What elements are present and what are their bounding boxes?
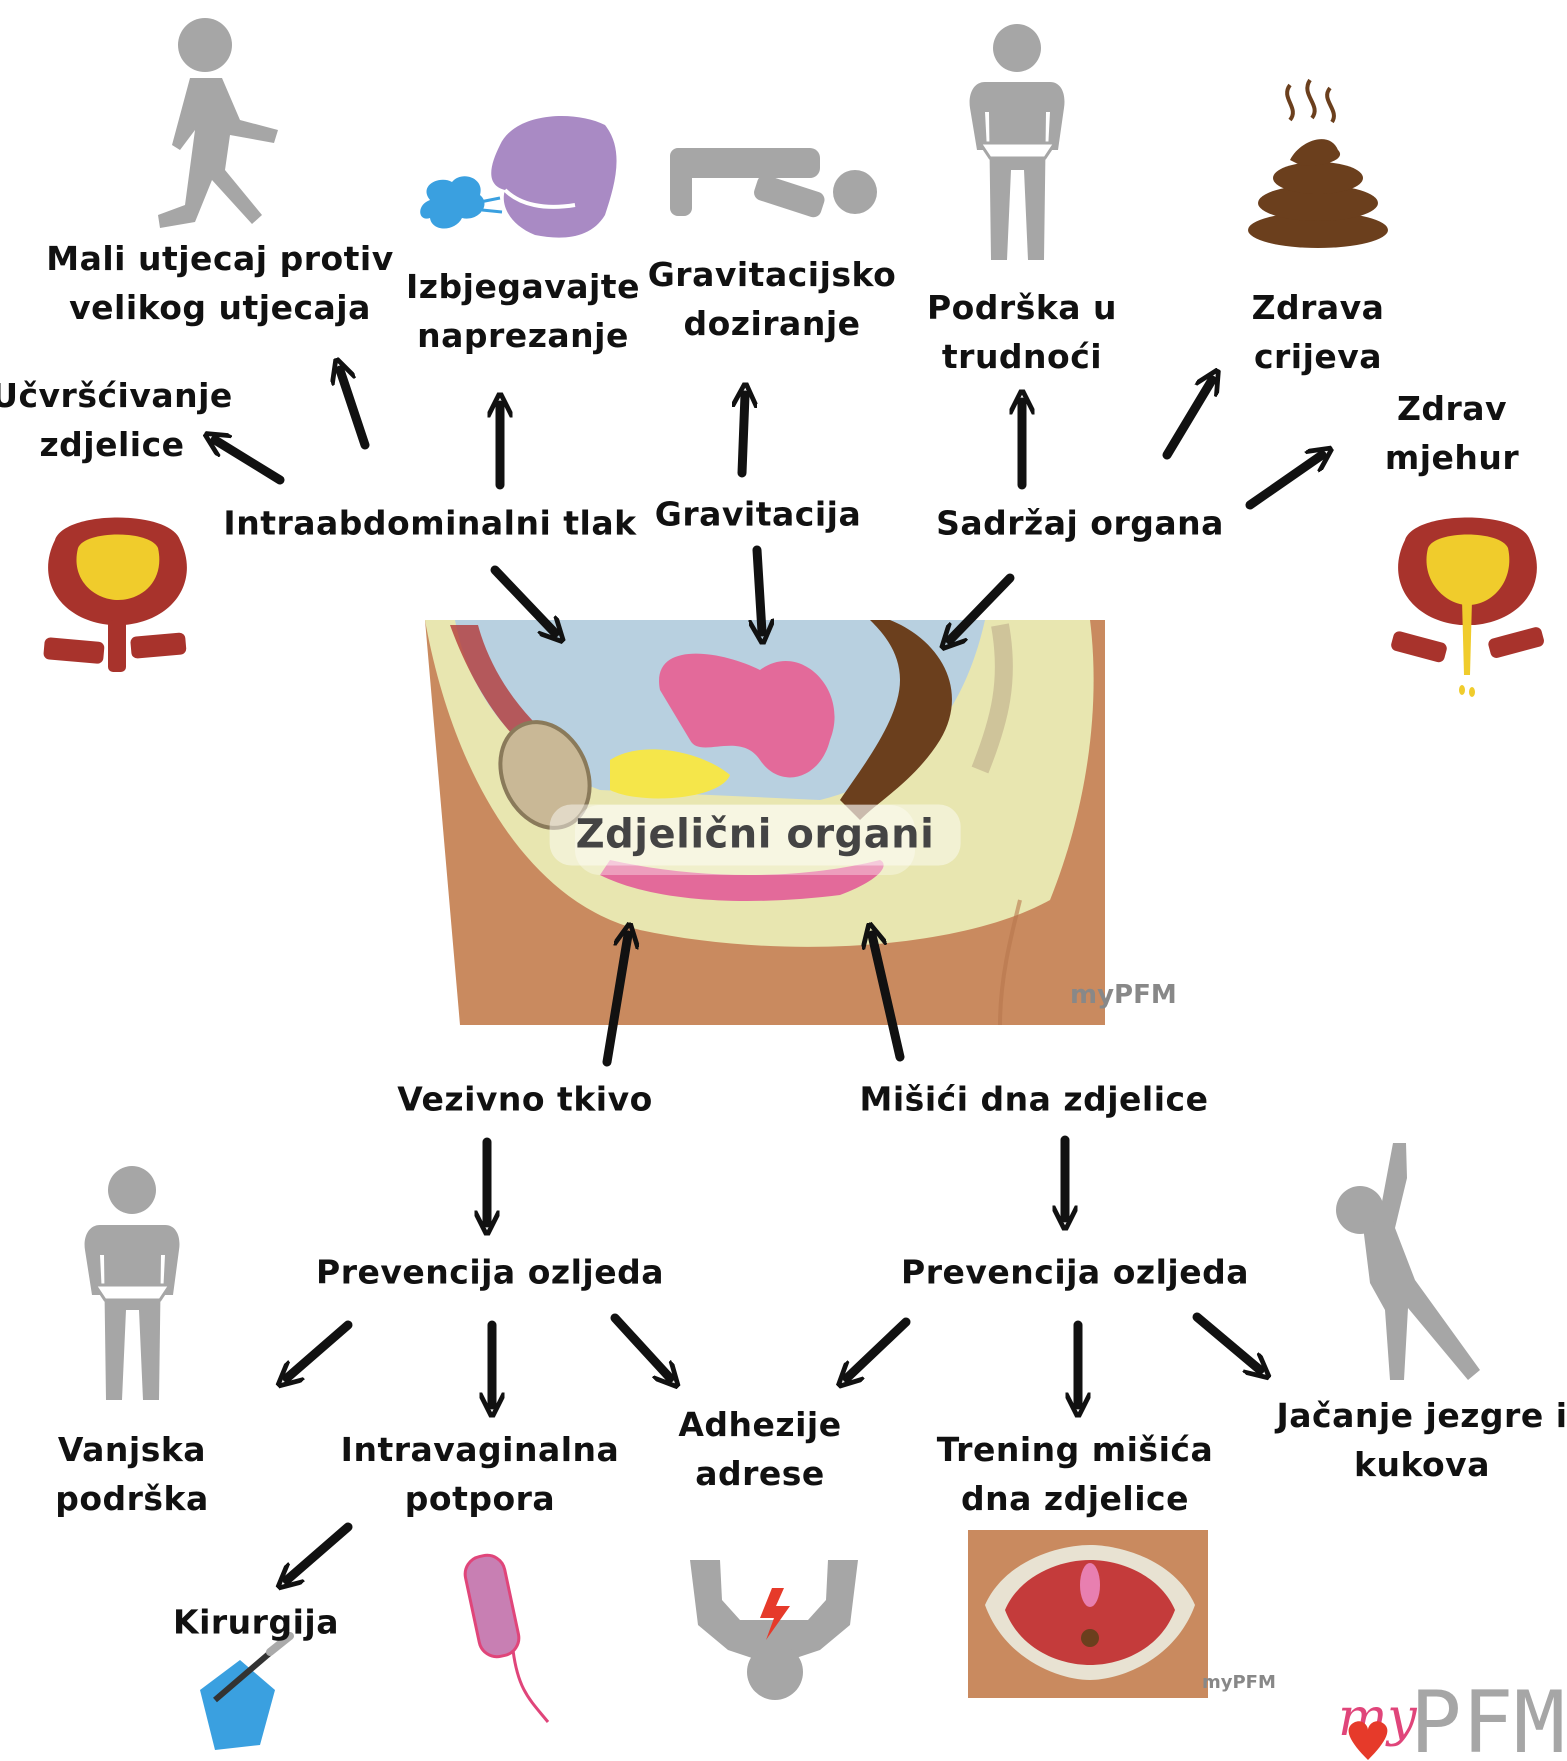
arrow-icon [847,1322,906,1378]
brand-logo: my myPFM PFM [1338,1673,1565,1761]
arrow-icon [1197,1317,1260,1370]
bladder-icon [43,518,187,673]
surgery-label: Kirurgija [173,1598,339,1647]
walking-person-icon [158,18,278,228]
pelvic-floor-muscles-label: Mišići dna zdjelice [860,1075,1209,1124]
pelvic-organs-label: Zdjelični organi [550,805,961,866]
pregnancy-person-icon [970,24,1065,260]
gravity-label: Gravitacija [655,490,861,539]
tampon-icon [462,1552,548,1722]
standing-person-icon [85,1166,180,1400]
blowing-face-icon [420,116,616,238]
arrow-icon [615,1318,670,1378]
pelvis-pain-icon [690,1560,858,1700]
injury-prevention-right-label: Prevencija ozljeda [901,1248,1249,1297]
arrow-icon [340,370,365,445]
arrow-icon [287,1527,348,1580]
arrow-icon [757,550,762,632]
pelvic-floor-muscles-image [968,1530,1208,1698]
arrow-icon [1167,380,1212,455]
arrow-icon [742,395,745,473]
organ-content-label: Sadržaj organa [936,499,1224,548]
scalpel-hand-icon [200,1636,290,1750]
plank-person-icon [670,148,877,219]
arrow-icon [1250,455,1322,505]
logo-small-central: myPFM [1070,980,1177,1010]
arrow-icon [287,1325,348,1378]
stool-icon [1248,80,1388,248]
logo-small-pfm-image: myPFM [1202,1672,1276,1693]
side-stretch-person-icon [1336,1143,1480,1380]
connective-tissue-label: Vezivno tkivo [397,1075,653,1124]
intraabdominal-pressure-label: Intraabdominalni tlak [223,499,636,548]
leaking-bladder-icon [1390,518,1545,698]
injury-prevention-left-label: Prevencija ozljeda [316,1248,664,1297]
svg-text:PFM: PFM [1410,1673,1565,1761]
